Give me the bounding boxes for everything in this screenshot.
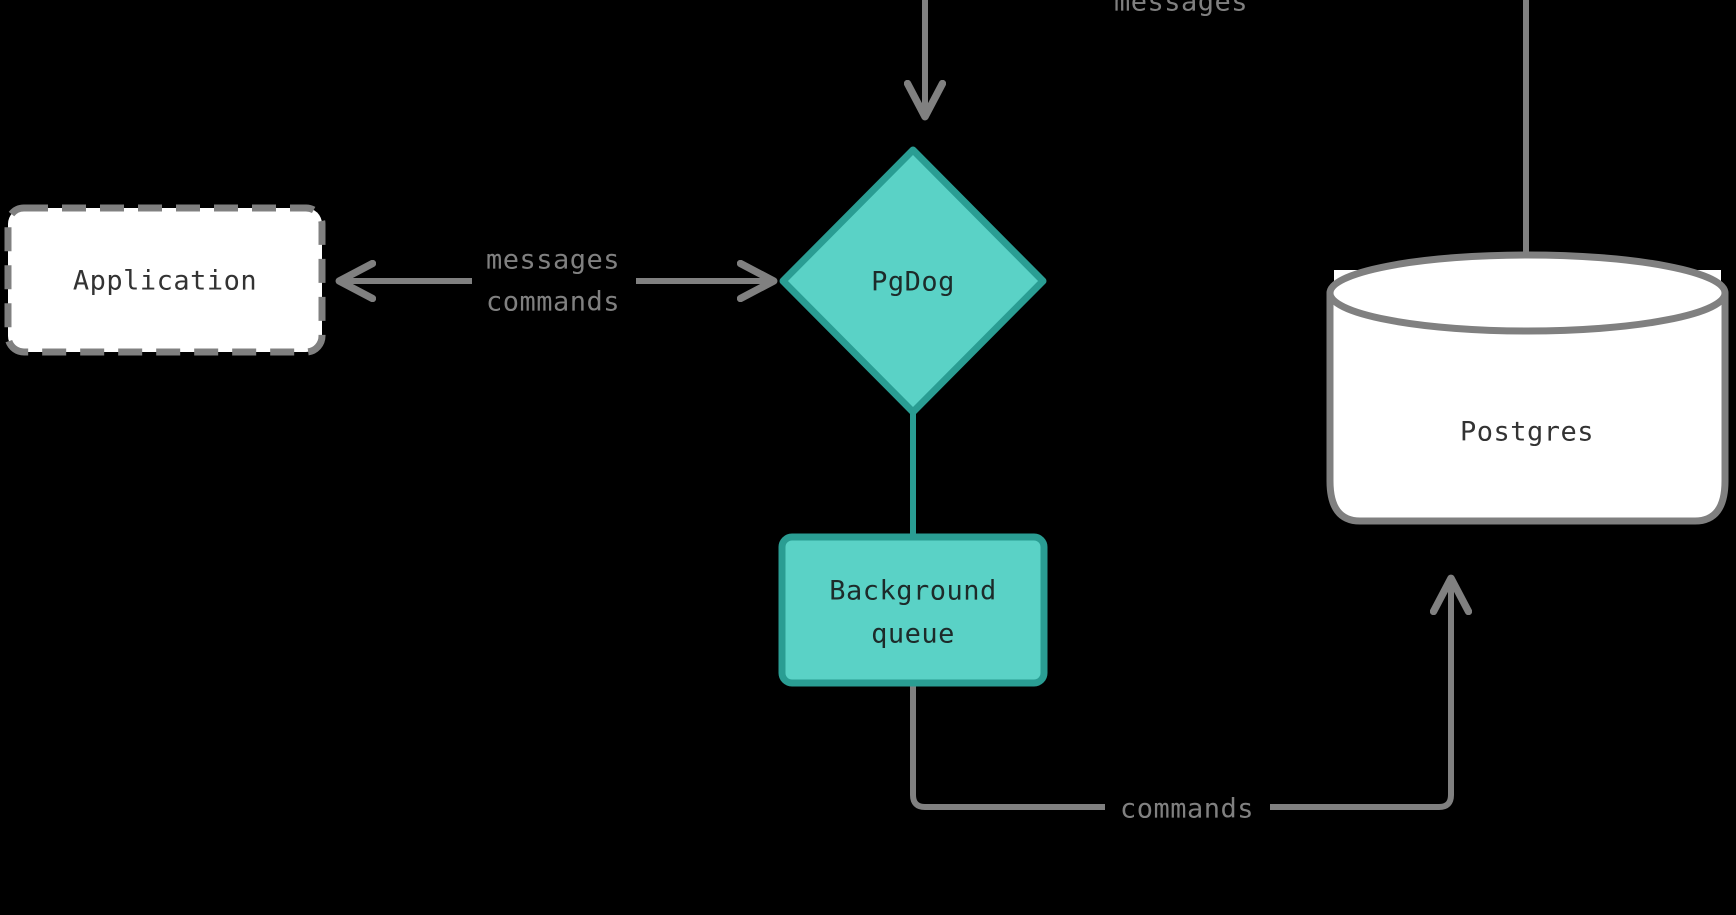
node-background-queue-shape — [778, 533, 1048, 687]
edge-label-commands-bottom: commands — [1120, 794, 1254, 825]
edge-label-messages-top: messages — [1114, 0, 1248, 18]
node-postgres[interactable]: Postgres — [1326, 251, 1729, 525]
node-pgdog-label: PgDog — [871, 267, 955, 298]
edge-label-messages-mid: messages — [486, 245, 620, 276]
edge-postgres-pgdog-path — [925, 0, 1529, 258]
node-background-queue[interactable]: Background queue — [778, 533, 1048, 687]
node-postgres-label: Postgres — [1460, 417, 1594, 448]
node-postgres-top-cap — [1326, 251, 1729, 335]
edge-label-commands-mid: commands — [486, 287, 620, 318]
node-application-shape — [4, 204, 326, 356]
edge-postgres-to-pgdog: messages — [925, 0, 1529, 258]
node-postgres-body — [1326, 289, 1729, 525]
edge-label-backdrop-bottom — [1105, 791, 1270, 823]
node-background-queue-label-line1: Background — [829, 576, 997, 607]
node-application[interactable]: Application — [4, 204, 326, 356]
edge-label-backdrop-top — [1100, 0, 1260, 16]
edge-application-to-pgdog: messages commands — [341, 245, 772, 318]
node-pgdog-shape — [779, 146, 1047, 416]
node-background-queue-label-line2: queue — [871, 619, 955, 650]
node-pgdog[interactable]: PgDog — [779, 146, 1047, 416]
node-application-label: Application — [73, 266, 257, 297]
edge-queue-to-postgres: commands — [910, 580, 1451, 825]
